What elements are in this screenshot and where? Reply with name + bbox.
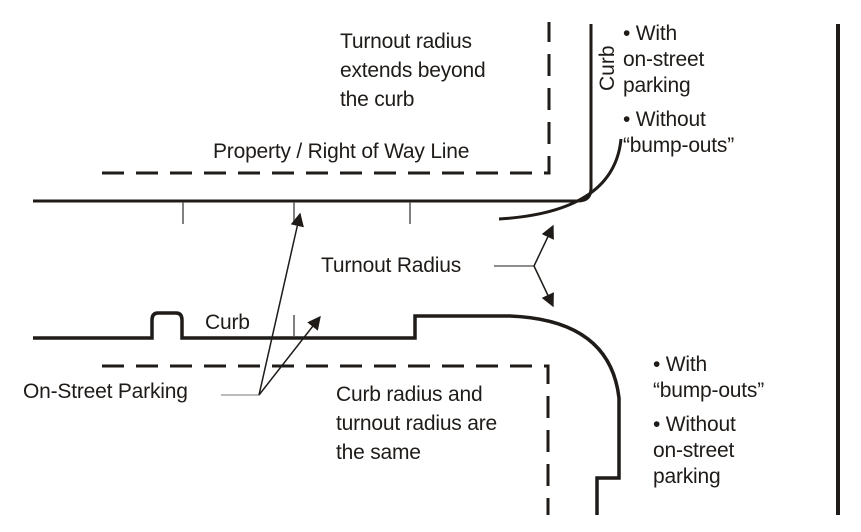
top-case-conditions: • With on-street parking • Without “bump… [623,21,734,167]
on-street-parking-label: On-Street Parking [23,380,188,403]
top-case-bullet: • Without “bump-outs” [623,108,735,157]
turnout-arrow-down [533,265,554,308]
top-case-bullet: • With on-street parking [623,22,705,97]
turnout-extends-note: Turnout radius extends beyond the curb [340,30,486,111]
bottom-property-line [102,364,550,515]
curb-radius-same-note: Curb radius and turnout radius are the s… [336,383,497,464]
top-turnout-radius-curve [498,138,623,221]
parking-arrow-up [258,212,304,396]
turnout-radius-label: Turnout Radius [321,254,461,277]
property-line-label: Property / Right of Way Line [213,140,470,163]
top-property-line [102,22,551,175]
turnout-arrow-up [533,224,554,267]
curb-vertical-label: Curb [596,45,619,91]
bottom-curb-line [33,311,621,515]
parking-arrow-down [258,315,321,396]
curb-bottom-label: Curb [205,311,250,334]
bottom-case-bullet: • Without on-street parking [653,413,736,488]
bottom-case-conditions: • With “bump-outs” • Without on-street p… [653,352,764,498]
bottom-case-bullet: • With “bump-outs” [653,353,765,402]
